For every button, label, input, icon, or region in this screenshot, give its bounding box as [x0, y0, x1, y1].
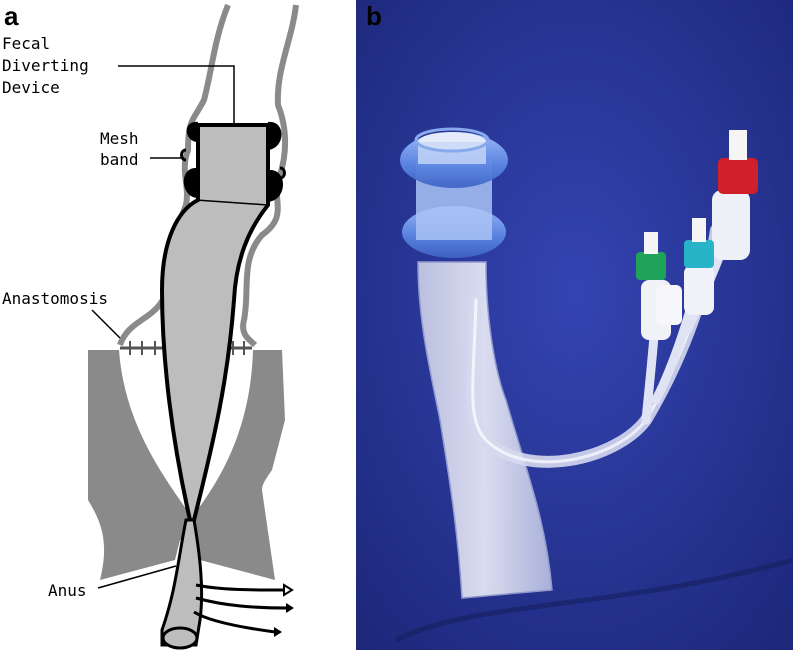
- catheter-cap-2: [286, 603, 294, 613]
- label-band: band: [100, 152, 139, 168]
- label-device: Device: [2, 80, 60, 96]
- label-fecal: Fecal: [2, 36, 50, 52]
- device-schematic: [0, 0, 355, 650]
- panel-letter-b: b: [366, 3, 382, 29]
- cap-red-tip: [729, 130, 747, 160]
- catheter-cap-1: [284, 585, 292, 595]
- cap-red: [718, 158, 758, 194]
- photo-backdrop: [356, 0, 793, 650]
- panel-letter-a: a: [4, 3, 18, 29]
- device-photo: [356, 0, 793, 650]
- valve-body-cyan: [684, 265, 714, 315]
- cap-green: [636, 252, 666, 280]
- cap-cyan-tip: [692, 218, 706, 242]
- cap-cyan: [684, 240, 714, 268]
- label-diverting: Diverting: [2, 58, 89, 74]
- mesh-band-right-upper: [268, 122, 282, 150]
- leader-fecal-device: [118, 66, 234, 124]
- catheter-3: [194, 612, 275, 632]
- label-anastomosis: Anastomosis: [2, 291, 108, 307]
- panel-b-photo: b: [356, 0, 793, 650]
- catheter-1: [196, 585, 285, 590]
- label-anus: Anus: [48, 583, 87, 599]
- label-mesh: Mesh: [100, 131, 139, 147]
- exit-tube-end: [163, 628, 197, 648]
- leader-anastomosis: [92, 310, 120, 338]
- cuff-lumen: [418, 142, 486, 164]
- catheter-cap-3: [274, 627, 282, 637]
- connector-white: [656, 285, 682, 325]
- catheter-2: [196, 598, 288, 608]
- valve-body-red: [712, 190, 750, 260]
- panel-a-diagram: a Fecal Diverting Device Mesh band Anast…: [0, 0, 355, 650]
- cap-green-tip: [644, 232, 658, 254]
